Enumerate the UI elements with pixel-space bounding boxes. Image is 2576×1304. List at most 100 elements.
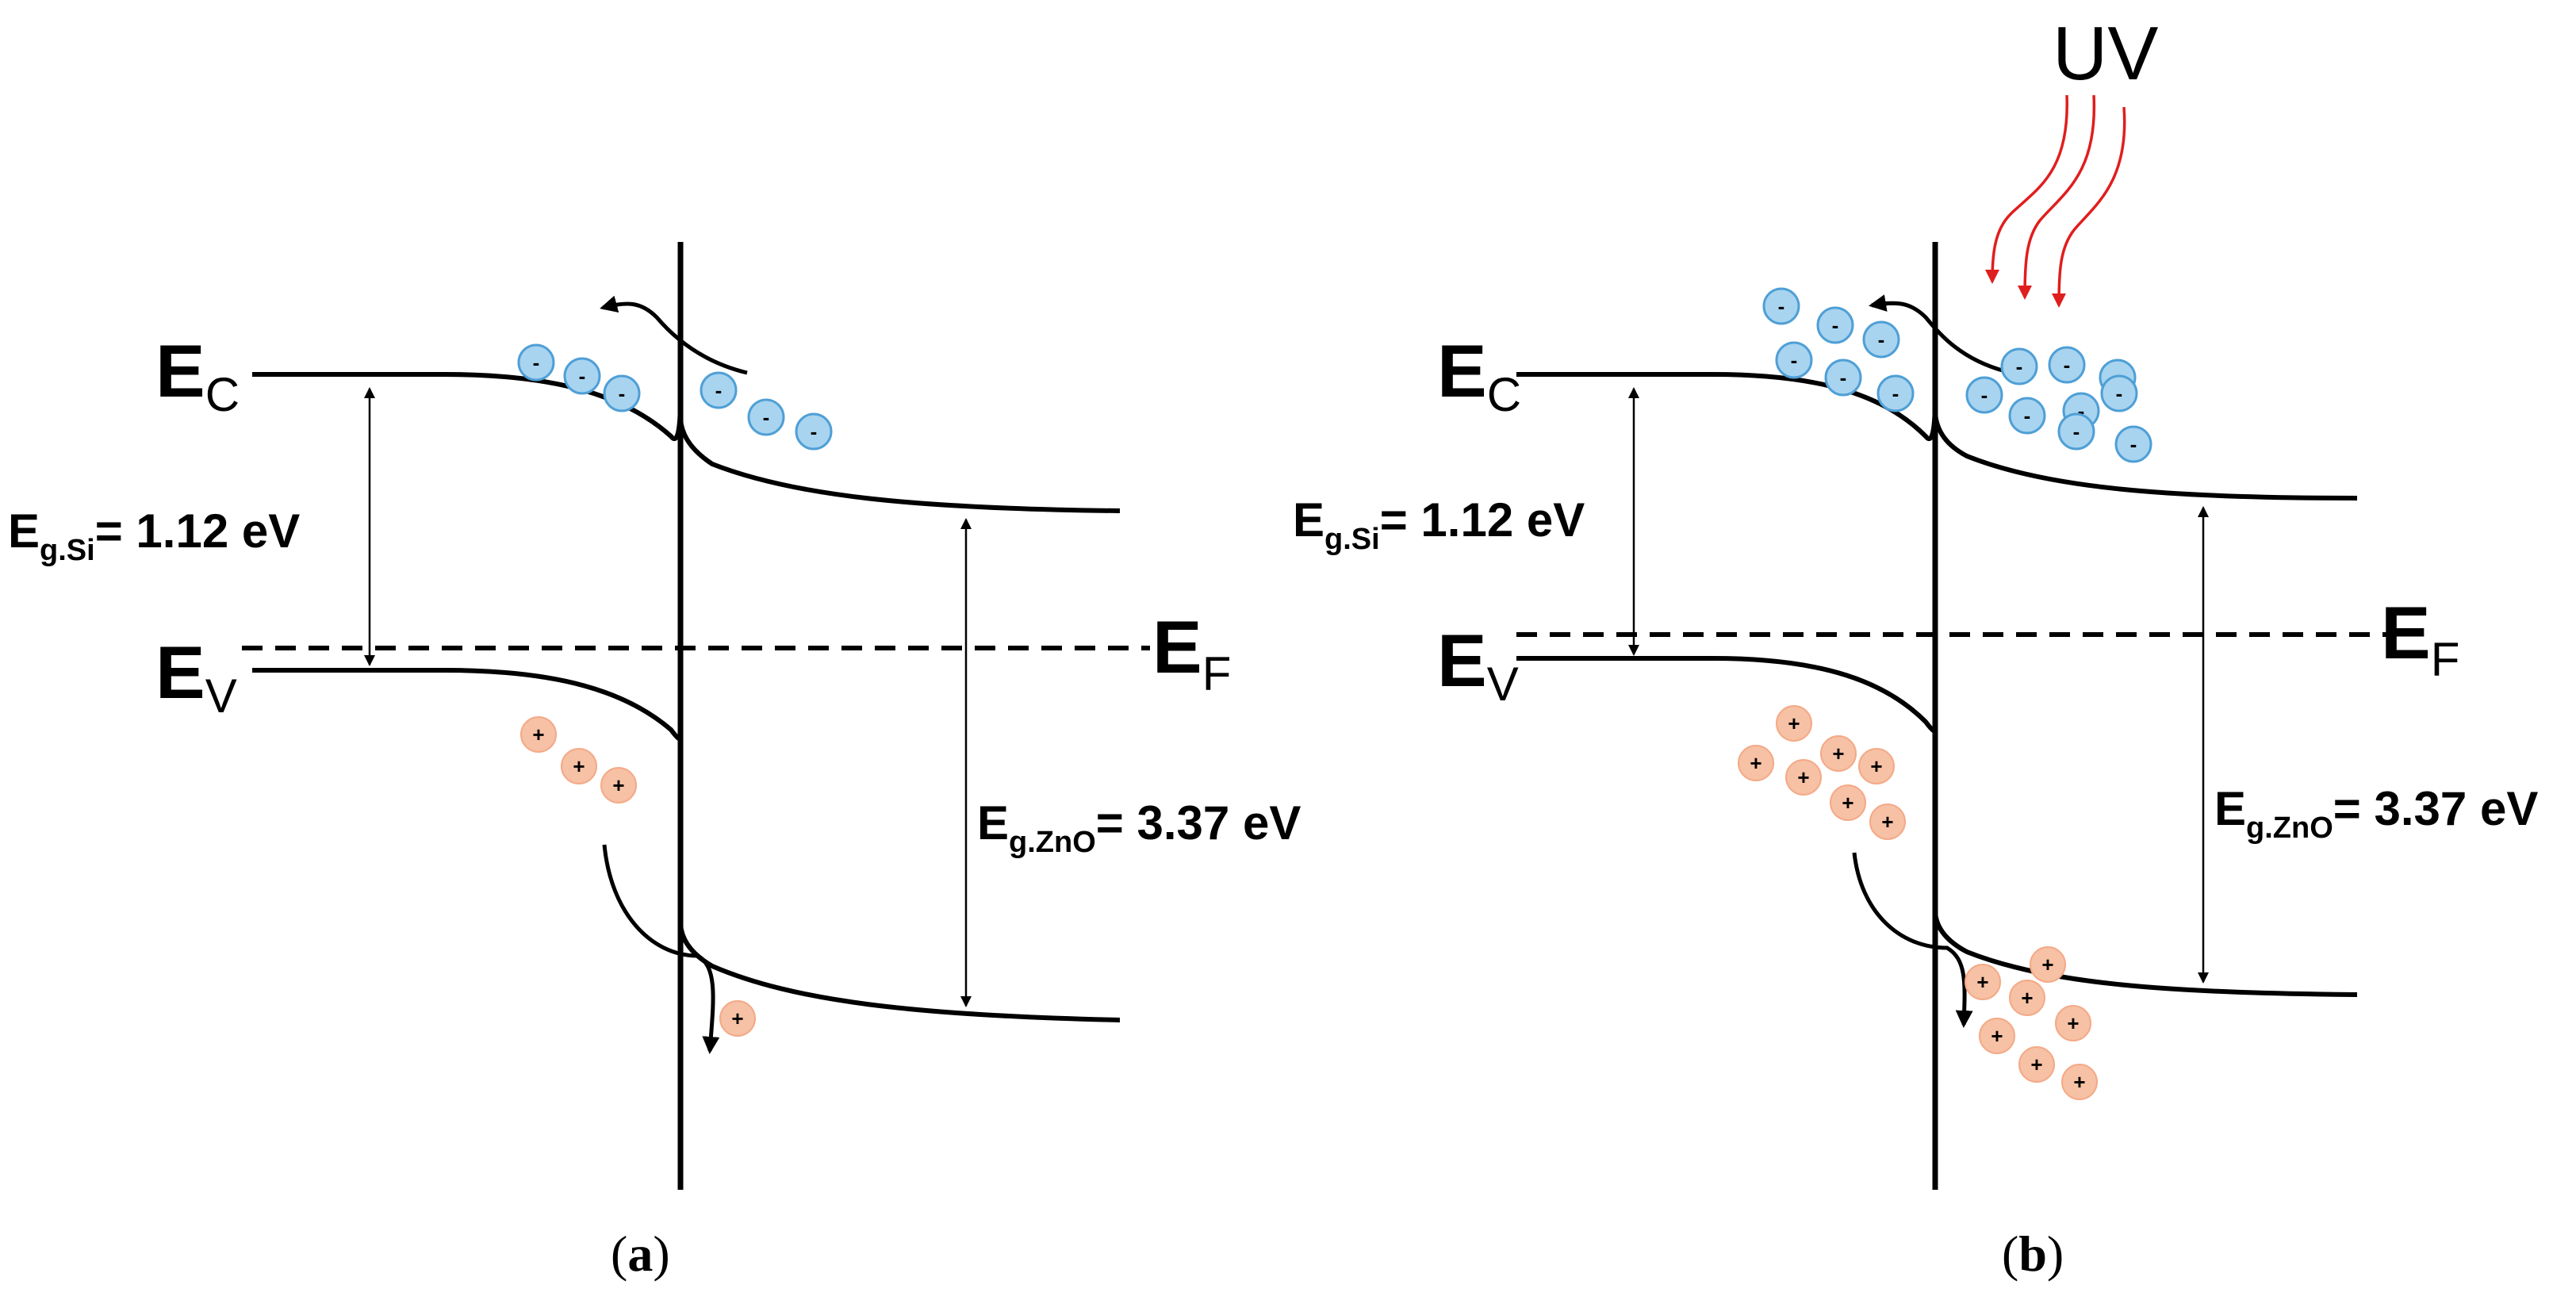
- electron-sign: -: [1840, 366, 1847, 389]
- hole-transfer-arrow: [1852, 852, 1973, 1028]
- si-conduction-band: [1516, 372, 1938, 442]
- electron-sign: -: [2073, 420, 2080, 443]
- panel-a-caption: (a): [611, 1225, 670, 1282]
- hole-carrier: +: [1738, 745, 1774, 781]
- electron-carrier: -: [2114, 425, 2152, 463]
- electron-carrier: -: [1775, 341, 1813, 379]
- hole-sign: +: [2073, 1070, 2085, 1094]
- hole-sign: +: [2041, 953, 2053, 976]
- fermi-level-label: EF: [1152, 605, 1231, 700]
- si-bandgap-label: Eg.Si= 1.12 eV: [1293, 493, 1585, 556]
- electron-carrier: -: [1762, 287, 1800, 325]
- electron-carrier: -: [517, 343, 555, 382]
- hole-sign: +: [2021, 986, 2033, 1010]
- zno-bandgap-label: Eg.ZnO= 3.37 eV: [2214, 782, 2538, 845]
- electron-carrier: -: [1876, 374, 1915, 412]
- si-bandgap-label: Eg.Si= 1.12 eV: [8, 504, 300, 567]
- electron-sign: -: [1892, 382, 1899, 405]
- hole-carrier: +: [1785, 759, 1822, 796]
- panel-a: EC EV EF Eg.Si= 1.12 eV Eg.ZnO= 3.37 eV …: [8, 242, 1301, 1282]
- hole-sign: +: [1788, 711, 1800, 735]
- hole-transfer-arrow: [602, 844, 720, 1054]
- hole-carrier: +: [1979, 1018, 2015, 1054]
- hole-carrier: +: [1965, 964, 2001, 1000]
- electron-carrier: -: [603, 374, 641, 412]
- electron-sign: -: [763, 405, 770, 429]
- electron-carrier: -: [2008, 397, 2046, 435]
- electron-carrier: -: [2057, 412, 2095, 451]
- hole-sign: +: [532, 723, 544, 746]
- hole-carrier: +: [1820, 735, 1857, 772]
- hole-carrier: +: [520, 716, 557, 753]
- hole-sign: +: [1870, 754, 1882, 778]
- electron-sign: -: [2116, 382, 2123, 405]
- valence-band-label: EV: [155, 631, 237, 723]
- electron-sign: -: [2016, 355, 2023, 378]
- electron-carrier: -: [1816, 306, 1854, 344]
- electron-carrier: -: [2100, 374, 2138, 412]
- electron-carrier: -: [747, 398, 785, 436]
- hole-carrier: +: [600, 767, 637, 803]
- electron-sign: -: [1878, 328, 1885, 351]
- hole-sign: +: [2030, 1053, 2042, 1076]
- hole-carrier: +: [2061, 1064, 2098, 1100]
- electron-sign: -: [2078, 399, 2085, 423]
- electron-sign: -: [2024, 404, 2031, 428]
- hole-sign: +: [1832, 742, 1844, 765]
- electron-carrier: -: [795, 412, 833, 451]
- uv-label: UV: [2053, 11, 2158, 96]
- valence-band-label: EV: [1437, 619, 1519, 711]
- electron-carrier: -: [1824, 359, 1862, 397]
- hole-carrier: +: [2055, 1005, 2091, 1041]
- hole-carrier: +: [1830, 784, 1866, 821]
- electron-sign: -: [1778, 294, 1785, 318]
- electron-sign: -: [579, 364, 586, 388]
- hole-sign: +: [1750, 751, 1761, 775]
- electron-sign: -: [2130, 432, 2137, 456]
- electron-carrier: -: [2048, 346, 2086, 384]
- electron-sign: -: [2064, 353, 2071, 377]
- hole-sign: +: [1991, 1024, 2003, 1048]
- hole-carrier: +: [2018, 1046, 2055, 1083]
- uv-ray: [1985, 94, 2068, 284]
- electron-sign: -: [1832, 313, 1839, 337]
- hole-carrier: +: [1776, 705, 1812, 742]
- electron-carrier: -: [700, 371, 738, 409]
- electron-carrier: -: [2000, 347, 2038, 385]
- hole-sign: +: [1881, 810, 1893, 834]
- hole-carrier: +: [2009, 980, 2045, 1016]
- electron-sign: -: [811, 420, 818, 443]
- si-conduction-band: [252, 372, 683, 442]
- hole-sign: +: [2067, 1011, 2079, 1035]
- hole-sign: +: [1842, 791, 1853, 815]
- uv-ray: [2052, 106, 2126, 308]
- electron-sign: -: [715, 378, 723, 402]
- hole-carrier: +: [719, 1000, 756, 1037]
- zno-conduction-band: [678, 418, 1121, 513]
- electron-sign: -: [533, 351, 540, 374]
- electron-carrier: -: [563, 357, 601, 395]
- panel-b-carriers: ---------------++++++++++++++: [1738, 287, 2152, 1100]
- electron-transfer-arrow: [1869, 294, 2006, 374]
- hole-carrier: +: [1869, 803, 1906, 840]
- hole-sign: +: [1976, 970, 1988, 994]
- zno-conduction-band: [1933, 412, 2358, 501]
- hole-carrier: +: [1858, 748, 1895, 784]
- panel-b: UV EC EV EF Eg.Si= 1.12 eV Eg.ZnO= 3.37 …: [1293, 11, 2538, 1282]
- zno-valence-band: [678, 923, 1121, 1022]
- zno-bandgap-label: Eg.ZnO= 3.37 eV: [977, 796, 1301, 859]
- electron-sign: -: [619, 382, 626, 405]
- panel-b-caption: (b): [2002, 1225, 2064, 1282]
- si-valence-band: [1516, 656, 1938, 734]
- hole-sign: +: [612, 773, 624, 797]
- hole-sign: +: [573, 754, 585, 778]
- electron-carrier: -: [1965, 376, 2003, 414]
- fermi-level-label: EF: [2381, 591, 2459, 686]
- electron-carrier: -: [1862, 320, 1900, 359]
- hole-carrier: +: [2030, 946, 2066, 983]
- electron-transfer-arrow: [600, 295, 748, 375]
- hole-sign: +: [1797, 765, 1809, 789]
- electron-sign: -: [1791, 348, 1798, 372]
- hole-carrier: +: [561, 748, 597, 784]
